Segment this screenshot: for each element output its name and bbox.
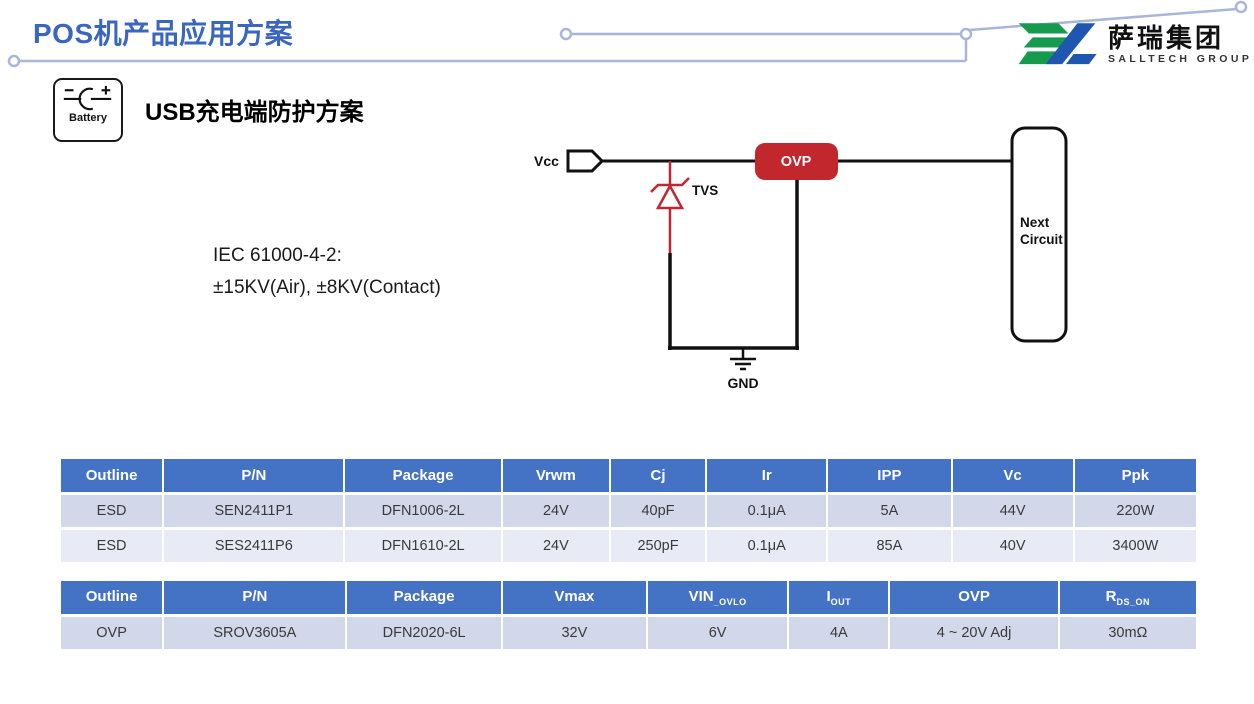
cell-pn: SES2411P6 xyxy=(164,530,344,562)
ovp-block-label: OVP xyxy=(781,154,812,170)
cell-ppk: 220W xyxy=(1074,495,1196,527)
column-header: Vrwm xyxy=(502,459,609,492)
column-header: Cj xyxy=(610,459,706,492)
cell-iout: 4A xyxy=(789,617,889,649)
iec-standard-line2: ±15KV(Air), ±8KV(Contact) xyxy=(213,277,441,299)
cell-pn: SEN2411P1 xyxy=(164,495,344,527)
iec-standard-line1: IEC 61000-4-2: xyxy=(213,245,342,266)
column-header: RDS_ON xyxy=(1059,581,1196,614)
table-row: OVP SROV3605A DFN2020-6L 32V 6V 4A 4 ~ 2… xyxy=(61,617,1196,649)
cell-ir: 0.1μA xyxy=(707,495,827,527)
esd-table-header-row: Outline P/N Package Vrwm Cj Ir IPP Vc Pp… xyxy=(61,459,1196,492)
cell-cj: 250pF xyxy=(610,530,706,562)
cell-ovp: 4 ~ 20V Adj xyxy=(890,617,1058,649)
vcc-connector-icon xyxy=(566,149,605,173)
section-heading: USB充电端防护方案 xyxy=(145,99,364,126)
battery-symbol-icon xyxy=(63,85,112,111)
cell-vin-ovlo: 6V xyxy=(648,617,788,649)
gnd-label: GND xyxy=(727,375,758,391)
table-row: ESD SES2411P6 DFN1610-2L 24V 250pF 0.1μA… xyxy=(61,530,1196,562)
ovp-part-table: Outline P/N Package Vmax VIN_OVLO IOUT O… xyxy=(59,578,1198,652)
battery-label: Battery xyxy=(69,112,107,124)
column-header: OVP xyxy=(890,581,1058,614)
cell-outline: OVP xyxy=(61,617,163,649)
cell-ipp: 85A xyxy=(828,530,951,562)
salltech-logo-icon xyxy=(1018,23,1097,65)
column-header: Vc xyxy=(952,459,1073,492)
cell-vc: 40V xyxy=(952,530,1073,562)
cell-vmax: 32V xyxy=(502,617,646,649)
next-circuit-block xyxy=(1010,126,1068,343)
cell-ppk: 3400W xyxy=(1074,530,1196,562)
cell-vc: 44V xyxy=(952,495,1073,527)
cell-package: DFN1006-2L xyxy=(345,495,501,527)
column-header: Package xyxy=(347,581,501,614)
cell-ir: 0.1μA xyxy=(707,530,827,562)
esd-parts-table: Outline P/N Package Vrwm Cj Ir IPP Vc Pp… xyxy=(59,456,1198,565)
logo-company-name-en: SALLTECH GROUP xyxy=(1108,53,1253,66)
cell-package: DFN1610-2L xyxy=(345,530,501,562)
vcc-label: Vcc xyxy=(534,153,559,169)
column-header: Outline xyxy=(61,459,163,492)
column-header: P/N xyxy=(164,459,344,492)
column-header: Ppk xyxy=(1074,459,1196,492)
ovp-block xyxy=(755,143,838,180)
column-header: IOUT xyxy=(789,581,889,614)
cell-rds-on: 30mΩ xyxy=(1059,617,1196,649)
header-decor-lines xyxy=(7,0,1248,68)
cell-outline: ESD xyxy=(61,495,163,527)
cell-cj: 40pF xyxy=(610,495,706,527)
tvs-diode-triangle-icon xyxy=(655,183,685,210)
cell-vrwm: 24V xyxy=(502,530,609,562)
tvs-label: TVS xyxy=(692,183,718,198)
column-header: Ir xyxy=(707,459,827,492)
table-row: ESD SEN2411P1 DFN1006-2L 24V 40pF 0.1μA … xyxy=(61,495,1196,527)
cell-package: DFN2020-6L xyxy=(347,617,501,649)
next-circuit-label-line1: Next xyxy=(1020,215,1050,230)
column-header: Outline xyxy=(61,581,163,614)
iec-standard-note: IEC 61000-4-2: ±15KV(Air), ±8KV(Contact) xyxy=(213,240,441,305)
column-header: Package xyxy=(345,459,501,492)
page-title: POS机产品应用方案 xyxy=(33,18,294,49)
circuit-diagram: Vcc TVS OVP GND Next Circuit xyxy=(534,126,1068,391)
cell-pn: SROV3605A xyxy=(164,617,346,649)
company-logo: 萨瑞集团 SALLTECH GROUP xyxy=(1014,22,1252,68)
next-circuit-label-line2: Circuit xyxy=(1020,232,1063,247)
battery-icon: Battery xyxy=(53,78,123,142)
cell-vrwm: 24V xyxy=(502,495,609,527)
ovp-table-header-row: Outline P/N Package Vmax VIN_OVLO IOUT O… xyxy=(61,581,1196,614)
cell-outline: ESD xyxy=(61,530,163,562)
column-header: VIN_OVLO xyxy=(648,581,788,614)
cell-ipp: 5A xyxy=(828,495,951,527)
column-header: Vmax xyxy=(502,581,646,614)
column-header: IPP xyxy=(828,459,951,492)
logo-company-name: 萨瑞集团 xyxy=(1108,23,1225,54)
column-header: P/N xyxy=(164,581,346,614)
